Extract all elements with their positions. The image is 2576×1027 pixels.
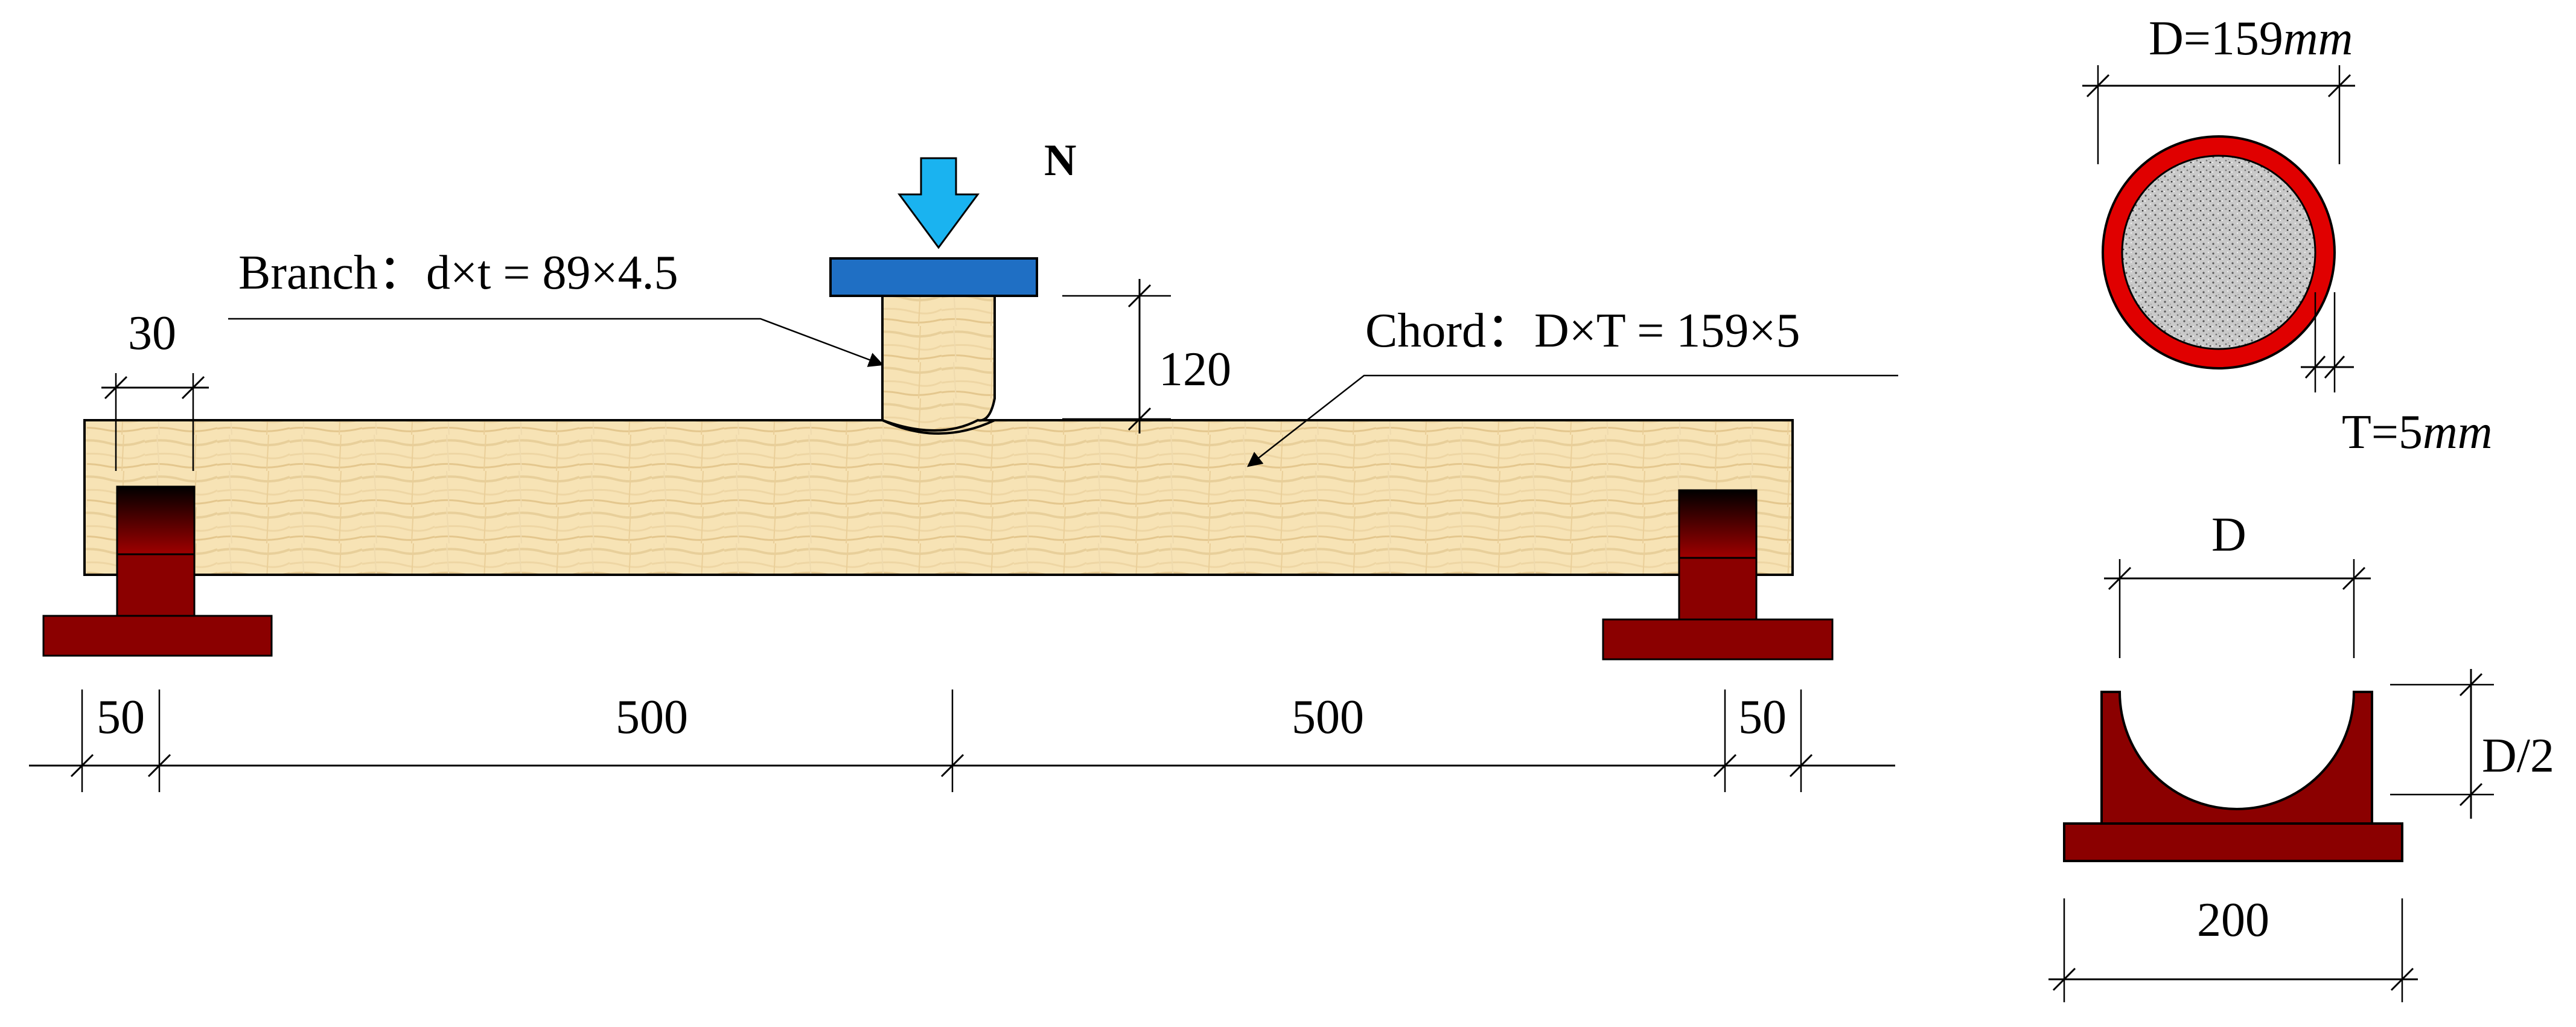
chord-tube [83,419,1794,576]
branch-height-label: 120 [1159,343,1231,396]
support-width-dimension [101,373,209,471]
loading-plate [829,257,1038,297]
section-thickness-dimension [2301,292,2354,392]
load-arrow-icon [897,157,980,249]
span-dimension-line [29,689,1895,792]
branch-label: Branch：d×t = 89×4.5 [238,246,678,299]
section-diameter-dimension [2082,65,2355,164]
span-left-label: 500 [616,691,688,744]
span-right-label: 500 [1292,691,1364,744]
saddle-support [2100,691,2373,825]
chord-label: Chord：D×T = 159×5 [1365,304,1800,357]
saddle-D-dimension [2104,559,2371,658]
saddle-D-label: D [2211,508,2246,561]
left-support [42,485,273,657]
saddle-base-plate [2063,822,2403,862]
section-diameter-label: D=159mm [2149,12,2353,65]
load-label: N [1044,136,1076,185]
saddle-half-D-dimension [2390,669,2494,819]
right-support [1602,489,1834,661]
chord-leader-line [1247,374,1898,467]
saddle-width-dimension [2048,898,2418,1002]
saddle-half-D-label: D/2 [2482,729,2554,782]
branch-tube [881,293,996,432]
branch-leader-line [228,318,884,367]
branch-saddle-line [882,419,995,435]
edge-right-label: 50 [1738,691,1787,744]
section-thickness-label: T=5mm [2342,406,2493,459]
edge-left-label: 50 [97,691,145,744]
cross-section [2102,135,2336,370]
support-width-label: 30 [128,307,176,360]
saddle-width-label: 200 [2197,894,2269,947]
branch-height-dimension [1062,279,1171,434]
